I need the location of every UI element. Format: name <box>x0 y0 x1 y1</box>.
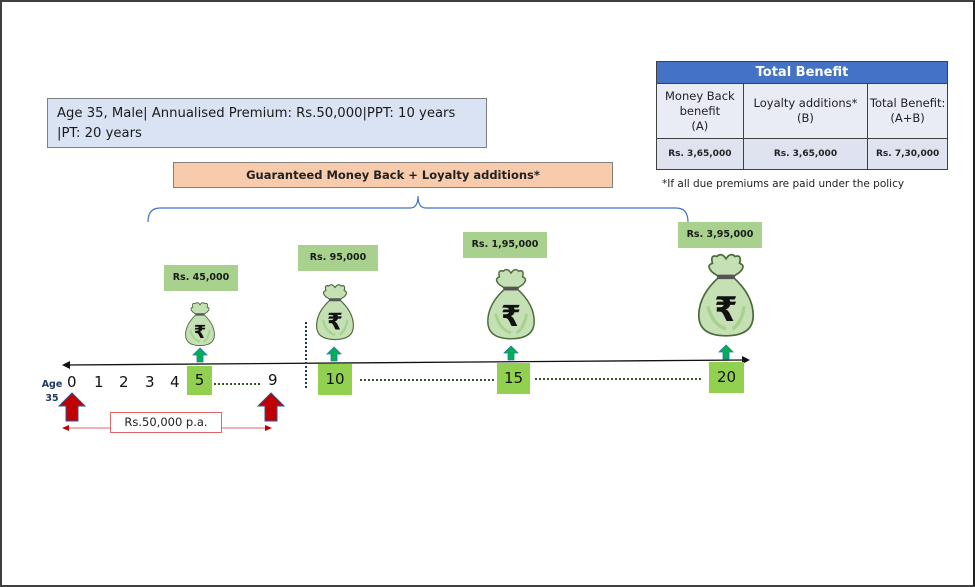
start-age-label: Age 35 <box>40 378 64 406</box>
payout-amount-year-15: Rs. 1,95,000 <box>463 232 547 258</box>
total-benefit-value: Rs. 7,30,000 <box>867 138 948 170</box>
header-line: Total Benefit: <box>869 96 946 110</box>
payout-amount-year-10: Rs. 95,000 <box>298 245 378 271</box>
total-benefit-header: Total Benefit: (A+B) <box>867 83 948 139</box>
payout-amount-year-20: Rs. 3,95,000 <box>678 222 762 248</box>
header-line: (A) <box>691 118 709 133</box>
rupee-money-bag-icon <box>486 268 536 341</box>
age-label-line-1: Age <box>41 379 63 390</box>
payout-arrow-year-10 <box>326 346 342 362</box>
payout-arrow-year-5 <box>192 347 208 363</box>
benefit-banner: Guaranteed Money Back + Loyalty addition… <box>173 162 613 188</box>
curly-brace <box>147 195 689 223</box>
annual-premium-label: Rs.50,000 p.a. <box>110 412 222 433</box>
tick-year-15: 15 <box>497 363 530 394</box>
tick-year-2: 2 <box>119 373 129 391</box>
timeline-axis <box>65 359 746 366</box>
header-line: (B) <box>797 111 814 125</box>
timeline-left-arrowhead <box>62 361 70 369</box>
tick-year-10: 10 <box>318 364 352 395</box>
policy-info-line-2: |PT: 20 years <box>57 126 142 141</box>
age-label-line-2: 35 <box>45 393 59 404</box>
payout-arrow-year-20 <box>718 344 734 360</box>
timeline-right-arrowhead <box>742 356 750 364</box>
tick-year-0: 0 <box>67 373 77 391</box>
rupee-money-bag-icon <box>696 252 756 338</box>
tick-year-9: 9 <box>268 371 278 389</box>
header-line: Money Back <box>665 88 735 103</box>
header-line: (A+B) <box>890 111 925 125</box>
premium-range-left-head <box>62 425 69 431</box>
header-line: benefit <box>679 103 721 118</box>
tick-year-20: 20 <box>709 362 744 393</box>
payout-amount-year-5: Rs. 45,000 <box>164 265 238 291</box>
tick-year-3: 3 <box>145 373 155 391</box>
policy-info-box: Age 35, Male| Annualised Premium: Rs.50,… <box>47 98 487 148</box>
tick-year-5: 5 <box>187 366 212 395</box>
tick-year-4: 4 <box>170 373 180 391</box>
rupee-money-bag-icon <box>315 283 355 341</box>
rupee-money-bag-icon <box>184 301 216 347</box>
header-line: Loyalty additions* <box>753 96 858 110</box>
loyalty-additions-value: Rs. 3,65,000 <box>742 138 869 170</box>
policy-info-line-1: Age 35, Male| Annualised Premium: Rs.50,… <box>57 106 456 121</box>
premium-arrow-year-0 <box>57 392 87 422</box>
total-benefit-table: Total Benefit Money Back benefit (A) Loy… <box>656 61 948 170</box>
money-back-value: Rs. 3,65,000 <box>656 138 744 170</box>
loyalty-additions-header: Loyalty additions* (B) <box>742 83 869 139</box>
money-back-header: Money Back benefit (A) <box>656 83 744 139</box>
tick-year-1: 1 <box>94 373 104 391</box>
payout-arrow-year-15 <box>503 345 519 361</box>
benefit-footnote: *If all due premiums are paid under the … <box>662 178 905 190</box>
premium-range-right-head <box>265 425 272 431</box>
premium-arrow-year-9 <box>256 392 286 422</box>
